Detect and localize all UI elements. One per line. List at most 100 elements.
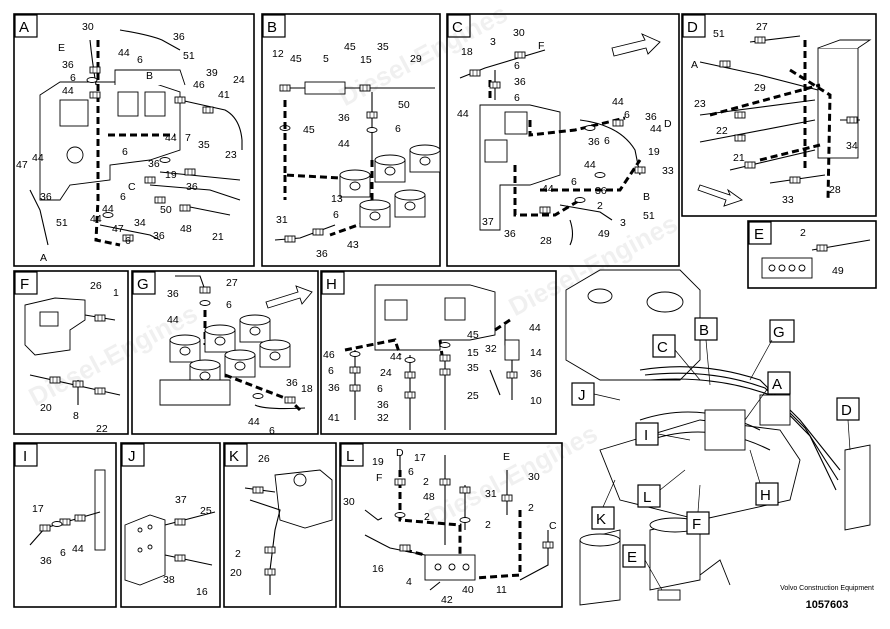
svg-text:A: A [772,376,782,393]
svg-text:J: J [128,448,136,465]
panel-a-frame [13,13,255,267]
callout-h-13: 36 [377,399,389,411]
callout-b-15: 13 [331,193,343,205]
callout-l-2: D [396,447,404,459]
callout-l-4: 6 [408,466,414,478]
callout-a-31: 21 [212,231,224,243]
callout-l-3: 17 [414,452,426,464]
callout-l-12: 2 [424,511,430,523]
callout-d-9: 33 [782,194,794,206]
callout-c-18: 44 [584,159,596,171]
panel-b-frame [261,13,441,267]
callout-c-11: 36 [645,111,657,123]
callout-h-17: 25 [467,390,479,402]
overview-machine-drawing [565,269,871,606]
panel-k-frame [223,442,337,608]
panel-tag-e[interactable]: E [748,221,772,245]
svg-text:K: K [596,511,606,528]
callout-a-30: 48 [180,223,192,235]
callout-b-8: 50 [398,99,410,111]
panel-c-frame [446,13,680,267]
callout-g-6: 18 [301,383,313,395]
callout-a-21: 6 [122,146,128,158]
overview-callout-e[interactable]: E [622,544,663,591]
callout-c-3: 30 [513,27,525,39]
callout-d-10: 28 [829,184,841,196]
overview-callout-a[interactable]: A [744,371,791,421]
callout-b-13: 31 [276,214,288,226]
panel-h-frame [320,270,557,435]
overview-callout-g[interactable]: G [749,319,795,381]
panel-h-artwork [344,284,520,430]
callout-b-16: 6 [333,209,339,221]
callout-i-3: 44 [72,543,84,555]
overview-callout-f[interactable]: F [686,484,710,535]
svg-text:J: J [578,387,586,404]
panel-tag-c[interactable]: C [447,14,471,38]
panel-tag-h[interactable]: H [321,271,345,295]
callout-c-4: F [538,40,544,52]
svg-text:G: G [773,324,785,341]
callout-g-5: 36 [286,377,298,389]
callout-a-6: E [58,42,65,54]
callout-c-12: 44 [650,123,662,135]
callout-h-14: 32 [377,412,389,424]
callout-a-28: 44 [102,203,114,215]
panel-tag-d[interactable]: D [682,14,706,38]
overview-callout-k[interactable]: K [591,479,616,530]
panel-tag-g[interactable]: G [132,271,156,295]
callout-b-1: 12 [272,48,284,60]
callout-a-16: 44 [165,132,177,144]
panel-f-artwork [24,297,121,405]
callout-j-1: 37 [175,494,187,506]
panel-tag-j[interactable]: J [121,443,145,467]
callout-a-29: 50 [160,204,172,216]
overview-callout-i[interactable]: I [635,422,691,446]
callout-a-8: 36 [62,59,74,71]
overview-callout-d[interactable]: D [836,397,860,451]
svg-text:B: B [699,322,709,339]
panel-j-artwork [124,511,216,586]
panel-tag-i[interactable]: I [14,443,38,467]
panel-tag-b[interactable]: B [262,14,286,38]
callout-l-15: C [549,520,557,532]
overview-callout-b[interactable]: B [694,317,718,386]
callout-f-4: 8 [73,410,79,422]
panel-i-frame [13,442,117,608]
callout-c-27: 28 [540,235,552,247]
callout-a-19: 47 [16,159,28,171]
callout-l-9: 31 [485,488,497,500]
callout-l-20: 42 [441,594,453,606]
callout-a-14: 41 [218,89,230,101]
callout-h-10: 41 [328,412,340,424]
callout-b-17: 43 [347,239,359,251]
svg-text:B: B [267,19,277,36]
panel-tag-a[interactable]: A [14,14,38,38]
callout-a-23: 19 [165,169,177,181]
callout-a-10: 44 [62,85,74,97]
callout-l-19: 11 [496,584,507,596]
callout-k-3: 20 [230,567,242,579]
callout-h-1: 44 [529,322,541,334]
callout-h-6: 46 [323,349,335,361]
callout-d-5: 23 [694,98,706,110]
panel-tag-f[interactable]: F [14,271,38,295]
panel-g-artwork [159,275,313,412]
callout-l-1: 19 [372,456,384,468]
callout-b-12: 44 [338,138,350,150]
panel-i-artwork [29,469,106,551]
overview-callout-c[interactable]: C [652,334,701,381]
overview-callout-h[interactable]: H [749,449,779,506]
overview-callout-j[interactable]: J [571,382,621,406]
callout-a-1: 30 [82,21,94,33]
panel-tag-l[interactable]: L [340,443,364,467]
callout-a-9: 6 [70,72,76,84]
panel-tag-k[interactable]: K [224,443,248,467]
callout-g-7: 44 [248,416,260,428]
panel-d-frame [681,13,877,217]
callout-e-1: 2 [800,227,806,239]
manufacturer-caption: Volvo Construction Equipment [780,585,874,592]
overview-callout-l[interactable]: L [637,469,686,508]
callout-c-1: 18 [461,46,473,58]
svg-text:D: D [841,402,852,419]
